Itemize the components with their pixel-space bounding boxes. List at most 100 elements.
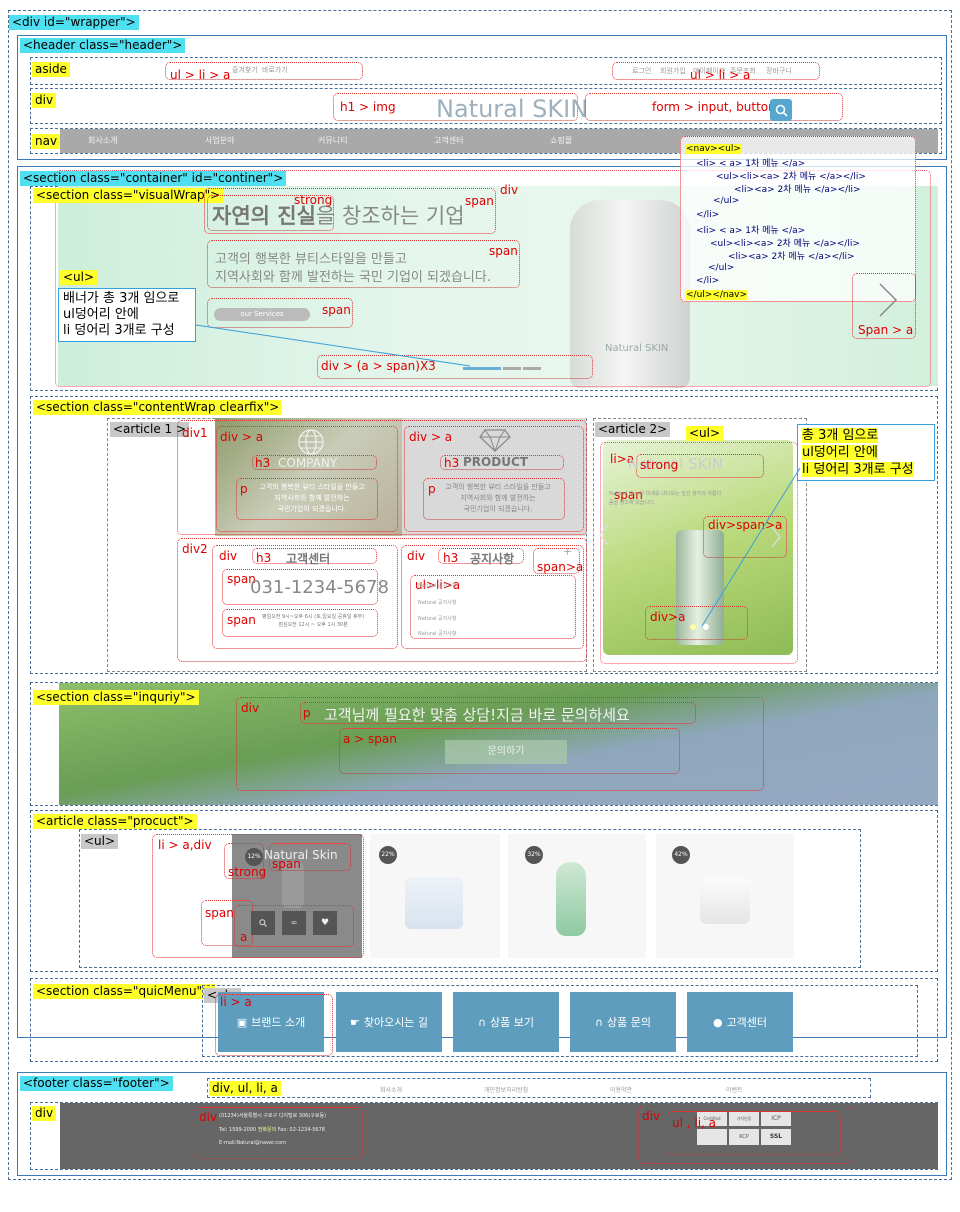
product-heading: PRODUCT [463, 455, 528, 469]
chevron-right-icon[interactable] [876, 282, 900, 318]
link-icon: ∞ [290, 918, 298, 927]
cs-h3-box [252, 548, 377, 564]
notice-item-0[interactable]: Natural 공지사항 [418, 583, 457, 589]
top-link-0[interactable]: 즐겨찾기 [232, 66, 258, 74]
pager-label: div > (a > span)X3 [321, 359, 436, 373]
search-icon [775, 104, 788, 117]
a2-dot-1[interactable] [690, 624, 696, 630]
h3-cs-label: h3 [256, 551, 272, 565]
div-a-2-label: div > a [409, 430, 453, 444]
a2-desc-1: 움을 창조해 왔습니다. [609, 500, 656, 506]
chevron-left-icon[interactable] [599, 524, 609, 546]
product-desc: 고객의 행복한 뷰티 스타일을 만들고 지역사회와 함께 발전하는 국민기업이 … [433, 482, 563, 515]
quick-location-button[interactable]: ☛찾아오시는 길 [336, 992, 442, 1052]
notice-item-2[interactable]: Natural 공지사항 [418, 616, 457, 622]
footer-link-3[interactable]: 이벤트 [726, 1087, 743, 1094]
three-connector [701, 467, 801, 627]
notice-item-3[interactable]: Natural 공지사항 [418, 631, 457, 637]
footer-links-label: div, ul, li, a [209, 1081, 281, 1096]
strong-p-label: strong [228, 865, 267, 879]
nav-item-0[interactable]: 회사소개 [88, 136, 118, 145]
footer-certs-box [638, 1106, 852, 1164]
visual-title-rest: 을 창조하는 기업 [315, 204, 465, 228]
top-link-3[interactable]: 회원가입 [660, 67, 686, 75]
footer-link-2[interactable]: 이용약관 [610, 1087, 633, 1094]
wrapper-label: <div id="wrapper"> [9, 15, 139, 30]
footer-link-0[interactable]: 회사소개 [380, 1087, 403, 1094]
three-note-2: li 덩어리 3개로 구성 [802, 461, 930, 478]
banner-note-1: ul덩어리 안에 [63, 307, 139, 322]
quick-brand-button[interactable]: ▣브랜드 소개 [218, 992, 324, 1052]
company-desc-0: 고객의 행복한 뷰티 스타일을 만들고 [259, 483, 365, 491]
top-link-6[interactable]: 장바구니 [766, 67, 792, 75]
a2-title: Natural SKIN [628, 455, 724, 473]
product-name-1: Natural Skin [264, 848, 338, 862]
brand-icon: ▣ [236, 1015, 248, 1029]
search-small-icon [259, 919, 267, 927]
discount-badge-1: 12% [245, 848, 263, 866]
aside-right-label: ul > li > a [690, 68, 751, 82]
inquiry-button[interactable]: 문의하기 [445, 740, 567, 764]
nav-code-5: </li> [696, 210, 720, 220]
nav-item-1[interactable]: 사업분야 [205, 136, 235, 145]
top-link-5[interactable]: 주문조회 [730, 67, 756, 75]
notice-item-1[interactable]: Natural 공지사항 [418, 600, 457, 606]
product-h3-box [440, 455, 564, 470]
header-div-box [30, 88, 942, 124]
div-f2-label: div [642, 1109, 661, 1123]
dropper-image [556, 862, 586, 936]
cs-heading: 고객센터 [286, 552, 331, 566]
cert-box-5: SSL [761, 1129, 791, 1145]
search-product-button[interactable] [251, 911, 275, 935]
footer-links-box [207, 1078, 871, 1098]
three-note-1-text: ul덩어리 안에 [802, 445, 878, 460]
pager-dot-1[interactable] [463, 367, 501, 370]
nav-code-box [680, 136, 916, 302]
top-link-1[interactable]: 바로가기 [262, 66, 288, 74]
article2-ul-box [600, 442, 798, 664]
nav-item-3[interactable]: 고객센터 [434, 136, 464, 145]
heart-product-button[interactable]: ♥ [313, 911, 337, 935]
heart-icon: ♥ [320, 918, 330, 928]
product-section-box [30, 810, 938, 972]
top-link-2[interactable]: 로그인 [632, 67, 652, 75]
footer-tel: Tel: 1599-2000 전화문의 Fax: 02-1234-5678 [219, 1126, 325, 1133]
banner-note-2: li 덩어리 3개로 구성 [63, 323, 175, 338]
discount-badge-3: 32% [525, 846, 543, 864]
quick-inquiry-label: 상품 문의 [607, 1016, 652, 1029]
pager-dot-2[interactable] [503, 367, 521, 370]
product-li-box [152, 834, 364, 958]
span-a2-label: span [614, 488, 643, 502]
headphone-icon-2: ∩ [594, 1015, 604, 1029]
span-p2-label: span [205, 906, 234, 920]
notice-heading: 공지사항 [470, 552, 515, 566]
article2-box [593, 418, 807, 672]
plus-icon[interactable]: + [563, 545, 573, 558]
quick-cs-button[interactable]: ●고객센터 [687, 992, 793, 1052]
logo[interactable]: Natural SKIN [436, 95, 588, 123]
a2-dot-2[interactable] [703, 624, 709, 630]
quick-inquiry-button[interactable]: ∩상품 문의 [570, 992, 676, 1052]
chevron-right-small-icon[interactable] [771, 526, 781, 548]
div1-label: div1 [182, 426, 208, 440]
div-f1-label: div [199, 1110, 218, 1124]
cert-text-4: KCP [739, 1134, 749, 1140]
pager-dot-3[interactable] [523, 367, 541, 370]
nav-item-4[interactable]: 쇼핑몰 [550, 136, 573, 145]
nav-item-2[interactable]: 커뮤니티 [318, 136, 348, 145]
quick-view-button[interactable]: ∩상품 보기 [453, 992, 559, 1052]
our-services-button[interactable]: our Services [214, 308, 310, 321]
div-visual-label: div [500, 183, 519, 197]
search-button[interactable] [770, 99, 792, 121]
jar-image-1 [405, 877, 463, 929]
footer-cert-ul-box [667, 1111, 841, 1155]
link-product-button[interactable]: ∞ [282, 911, 306, 935]
banner-note-0: 배너가 총 3개 임으로 [63, 291, 180, 306]
quick-label: <section class="quicMenu"> [33, 984, 216, 999]
quick-ul-box [202, 985, 918, 1057]
footer-link-1[interactable]: 개인정보처리방침 [484, 1087, 529, 1094]
top-link-4[interactable]: 마이페이지 [693, 67, 726, 75]
product-ul-box [79, 829, 861, 968]
product-p-box [423, 478, 565, 520]
visual-ul-box [55, 170, 931, 387]
